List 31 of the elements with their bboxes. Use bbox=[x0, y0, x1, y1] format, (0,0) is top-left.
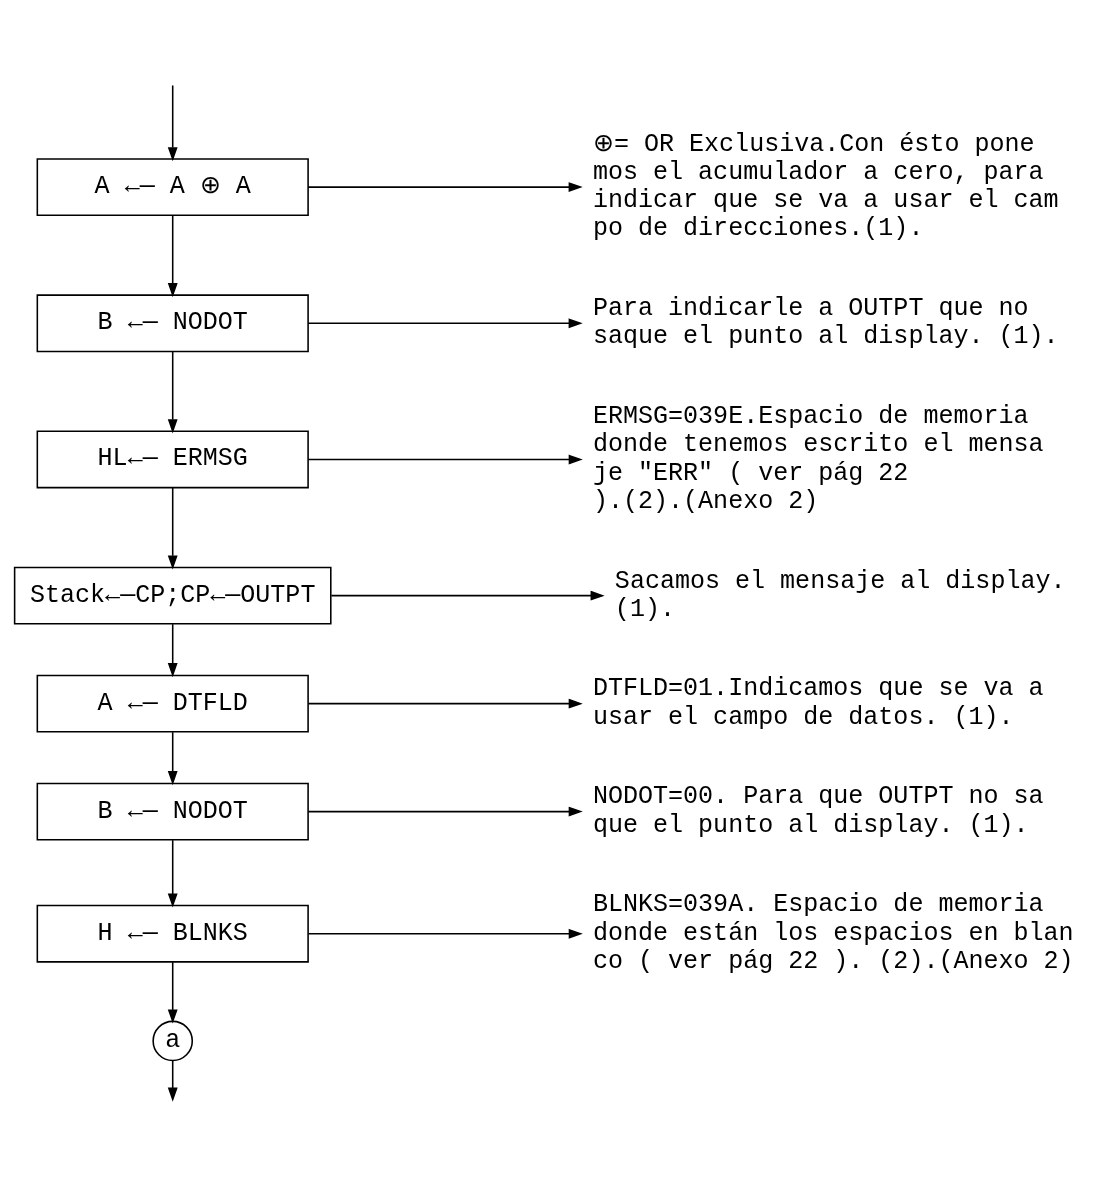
arrow bbox=[167, 731, 178, 786]
node-box: A ←— A ⊕ A bbox=[36, 158, 309, 217]
node-text: Para indicarle a OUTPT que no saque el punto al display. (1). bbox=[592, 294, 1059, 352]
node-box: H ←— BLNKS bbox=[36, 904, 309, 963]
arrow bbox=[330, 590, 605, 601]
arrow bbox=[167, 1059, 178, 1102]
node-text: ERMSG=039E.Espacio de memoria donde tenemos escrito el mensa je "ERR" ( ver pág 22 ).(2).(Anexo 2) bbox=[592, 402, 1044, 516]
node-text: BLNKS=039A. Espacio de memoria donde están los espacios en blan co ( ver pág 22 ). (2).(Anexo 2) bbox=[592, 890, 1074, 976]
node-box: B ←— NODOT bbox=[36, 294, 309, 353]
node-box: B ←— NODOT bbox=[36, 782, 309, 841]
arrow bbox=[167, 961, 178, 1024]
node-box: A ←— DTFLD bbox=[36, 674, 309, 733]
arrow bbox=[167, 487, 178, 570]
node-text: ⊕= OR Exclusiva.Con ésto pone mos el acumulador a cero, para indicar que se va a usar el cam po de direcciones.(1). bbox=[592, 129, 1059, 244]
node-text: Sacamos el mensaje al display. (1). bbox=[614, 566, 1066, 624]
node-text: DTFLD=01.Indicamos que se va a usar el campo de datos. (1). bbox=[592, 674, 1044, 732]
arrow bbox=[307, 806, 583, 817]
node-box: HL←— ERMSG bbox=[36, 430, 309, 489]
arrow bbox=[167, 839, 178, 908]
arrow bbox=[167, 214, 178, 298]
arrow bbox=[307, 182, 583, 193]
arrow bbox=[167, 623, 178, 678]
arrow bbox=[307, 454, 583, 465]
node-box: Stack←—CP;CP←—OUTPT bbox=[13, 566, 332, 625]
node-text: NODOT=00. Para que OUTPT no sa que el punto al display. (1). bbox=[592, 782, 1044, 840]
arrow bbox=[307, 318, 583, 329]
node-circle: a bbox=[152, 1020, 194, 1062]
arrow bbox=[167, 351, 178, 434]
arrow bbox=[167, 84, 178, 162]
arrow bbox=[307, 928, 583, 939]
arrow bbox=[307, 698, 583, 709]
